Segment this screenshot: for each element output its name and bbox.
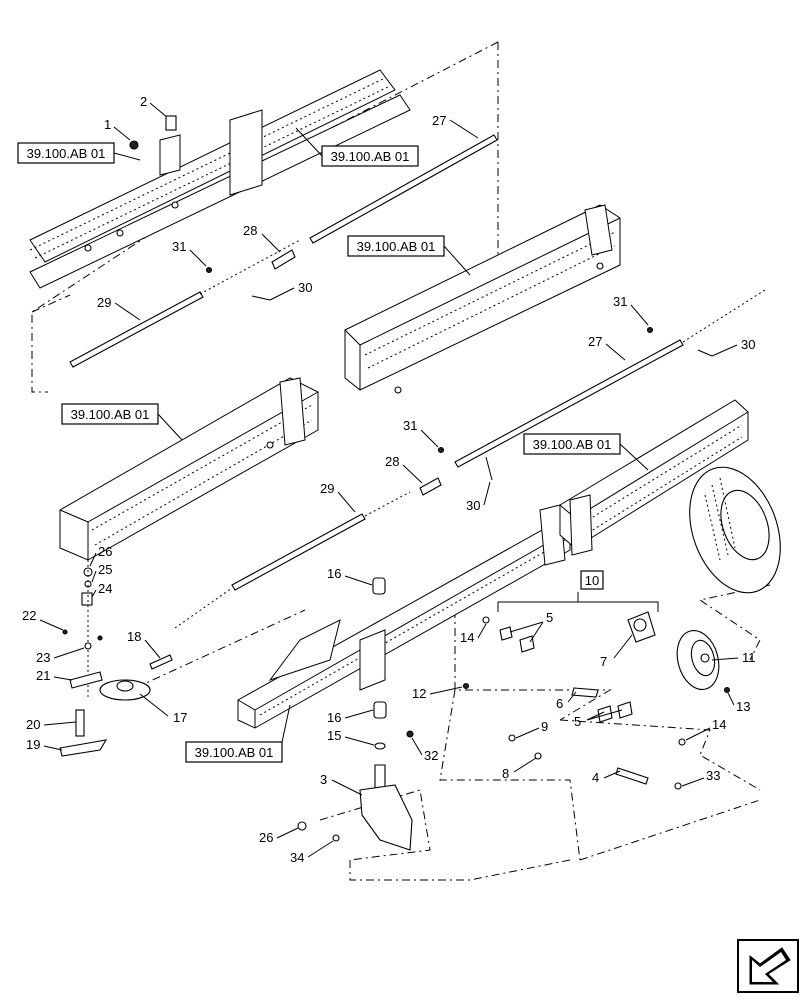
svg-text:39.100.AB 01: 39.100.AB 01 [331,149,410,164]
callout-labels: 1 2 27 28 31 30 29 31 27 30 31 28 30 29 … [22,94,756,865]
callout-34[interactable]: 34 [290,850,304,865]
callout-30c[interactable]: 30 [466,498,480,513]
callout-22[interactable]: 22 [22,608,36,623]
upper-left-frame-beam [29,69,411,289]
callout-28b[interactable]: 28 [385,454,399,469]
assembly-boundary-lines [31,41,771,881]
group-bracket [497,592,659,612]
callout-4[interactable]: 4 [592,770,599,785]
callout-26b[interactable]: 26 [259,830,273,845]
navigation-arrow-icon[interactable] [737,939,799,993]
callout-5a[interactable]: 5 [546,610,553,625]
callout-23[interactable]: 23 [36,650,50,665]
callout-14b[interactable]: 14 [712,717,726,732]
jack-leg-assembly [297,577,414,851]
svg-text:39.100.AB 01: 39.100.AB 01 [357,239,436,254]
shafts [69,134,766,629]
left-caster-assembly [59,560,173,757]
callout-25[interactable]: 25 [98,562,112,577]
callout-14a[interactable]: 14 [460,630,474,645]
callout-18[interactable]: 18 [127,629,141,644]
tire-and-wheel [676,466,781,690]
callout-7[interactable]: 7 [600,654,607,669]
ref-box-top-center[interactable]: 39.100.AB 01 [321,145,419,167]
callout-19[interactable]: 19 [26,737,40,752]
callout-17[interactable]: 17 [173,710,187,725]
svg-text:39.100.AB 01: 39.100.AB 01 [533,437,612,452]
callout-20[interactable]: 20 [26,717,40,732]
callout-29b[interactable]: 29 [320,481,334,496]
callout-1[interactable]: 1 [104,117,111,132]
callout-27b[interactable]: 27 [588,334,602,349]
callout-26a[interactable]: 26 [98,544,112,559]
callout-6[interactable]: 6 [556,696,563,711]
callout-8[interactable]: 8 [502,766,509,781]
callout-31b[interactable]: 31 [613,294,627,309]
callout-3[interactable]: 3 [320,772,327,787]
svg-text:39.100.AB 01: 39.100.AB 01 [71,407,150,422]
callout-5b[interactable]: 5 [574,714,581,729]
callout-9[interactable]: 9 [541,719,548,734]
mid-left-frame-section [59,377,319,561]
callout-30b[interactable]: 30 [741,337,755,352]
callout-21[interactable]: 21 [36,668,50,683]
callout-11[interactable]: 11 [742,650,756,665]
ref-box-mid-left[interactable]: 39.100.AB 01 [61,403,159,425]
callout-29a[interactable]: 29 [97,295,111,310]
main-lower-beam [237,504,571,729]
svg-text:39.100.AB 01: 39.100.AB 01 [27,146,106,161]
upper-right-frame-section [344,204,621,394]
callout-24[interactable]: 24 [98,581,112,596]
callout-30a[interactable]: 30 [298,280,312,295]
callout-16b[interactable]: 16 [327,710,341,725]
ref-box-top-left[interactable]: 39.100.AB 01 [17,142,115,164]
ref-box-bottom[interactable]: 39.100.AB 01 [185,741,283,763]
hub-and-hardware [462,611,731,790]
callout-12[interactable]: 12 [412,686,426,701]
callout-31a[interactable]: 31 [172,239,186,254]
callout-33[interactable]: 33 [706,768,720,783]
callout-31c[interactable]: 31 [403,418,417,433]
callout-15[interactable]: 15 [327,728,341,743]
svg-text:39.100.AB 01: 39.100.AB 01 [195,745,274,760]
callout-32[interactable]: 32 [424,748,438,763]
ref-box-upper-right[interactable]: 39.100.AB 01 [347,235,445,257]
item-10-box[interactable]: 10 [580,570,604,590]
callout-28a[interactable]: 28 [243,223,257,238]
callout-13[interactable]: 13 [736,699,750,714]
ref-box-mid-right[interactable]: 39.100.AB 01 [523,433,621,455]
svg-text:10: 10 [585,573,599,588]
callout-2[interactable]: 2 [140,94,147,109]
callout-27a[interactable]: 27 [432,113,446,128]
callout-16a[interactable]: 16 [327,566,341,581]
right-frame-section [559,399,749,556]
